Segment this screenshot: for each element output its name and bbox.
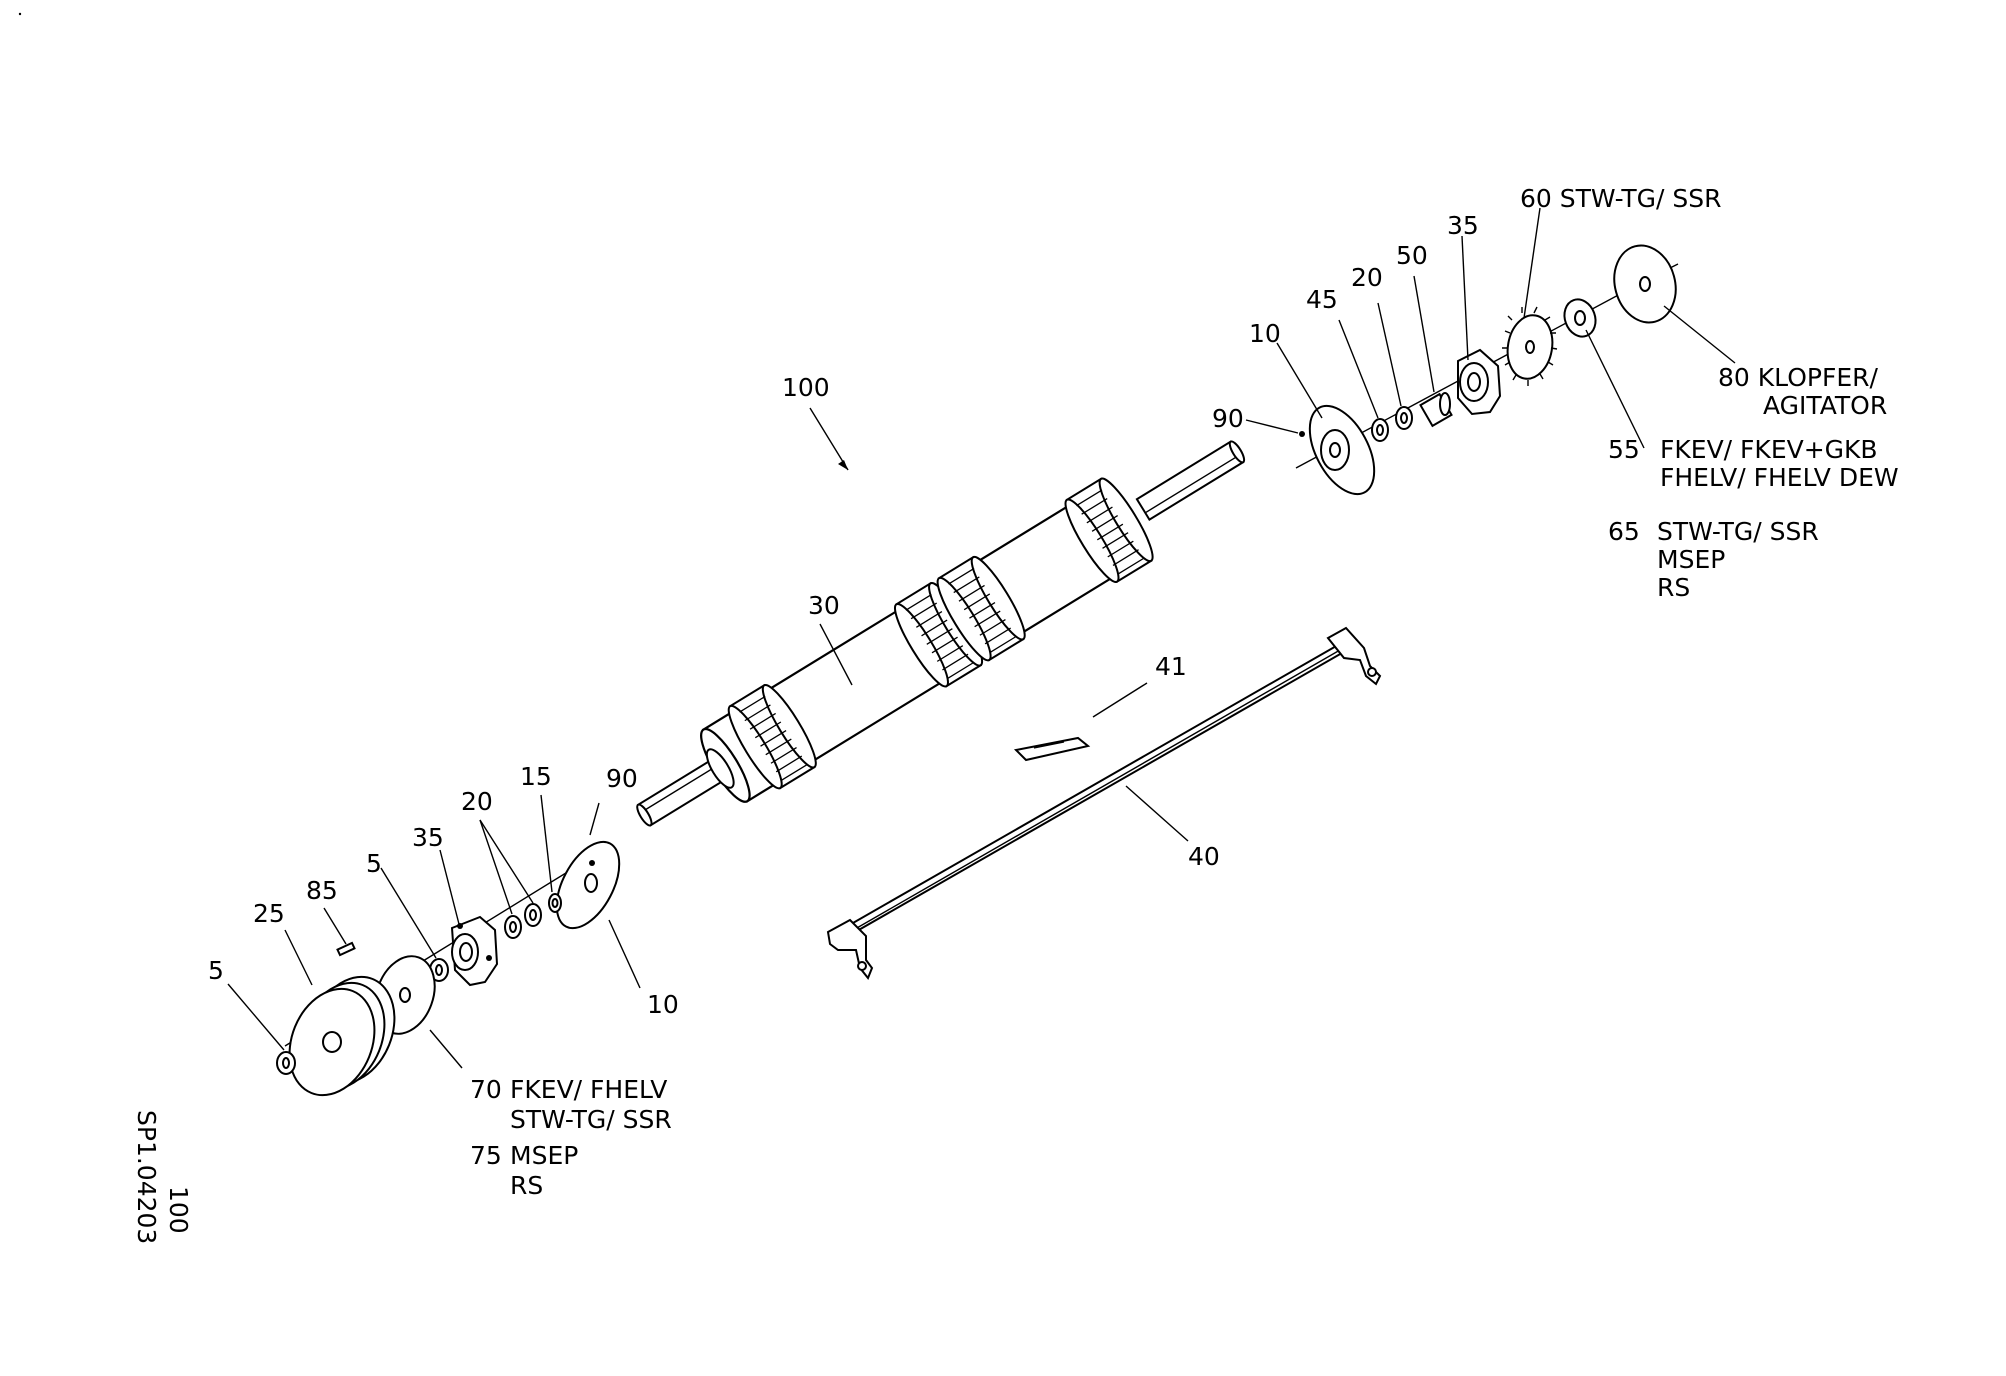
note-80-line2: AGITATOR — [1763, 391, 1887, 420]
label-100: 100 — [782, 373, 830, 402]
bearing-flange-left — [450, 915, 499, 987]
knurl-band-3 — [936, 555, 1026, 662]
flange-disc-right — [1308, 404, 1376, 496]
label-45: 45 — [1306, 285, 1338, 314]
note-75-number: 75 — [470, 1141, 502, 1170]
note-75-line1: MSEP — [510, 1141, 578, 1170]
note-60: 60 STW-TG/ SSR — [1520, 184, 1721, 213]
note-70-line1: FKEV/ FHELV — [510, 1075, 667, 1104]
label-40: 40 — [1188, 842, 1220, 871]
label-35-left: 35 — [412, 823, 444, 852]
label-20-left: 20 — [461, 787, 493, 816]
note-80-line1: 80 KLOPFER/ — [1718, 363, 1878, 392]
plate-41 — [1013, 736, 1091, 762]
key-pin-85 — [336, 941, 356, 957]
bushing-50 — [1419, 392, 1453, 428]
note-65-number: 65 — [1608, 517, 1640, 546]
bracket-bar-40 — [826, 626, 1382, 980]
note-55-number: 55 — [1608, 435, 1640, 464]
label-20-right: 20 — [1351, 263, 1383, 292]
flange-disc-left — [555, 840, 621, 930]
label-5-left: 5 — [208, 956, 224, 985]
knurl-band-1 — [727, 683, 817, 790]
label-5-mid: 5 — [366, 849, 382, 878]
label-41: 41 — [1155, 652, 1187, 681]
sprocket-60 — [1502, 306, 1558, 386]
drawing-id-number: 100 — [164, 1186, 193, 1234]
drum-roller — [636, 440, 1246, 827]
washer-55 — [1563, 298, 1597, 338]
knurl-band-4 — [1064, 477, 1154, 584]
label-10-left: 10 — [647, 990, 679, 1019]
label-30: 30 — [808, 591, 840, 620]
label-25: 25 — [253, 899, 285, 928]
label-90-right: 90 — [1212, 404, 1244, 433]
note-55-line2: FHELV/ FHELV DEW — [1660, 463, 1899, 492]
grease-nipple-90-right — [1299, 431, 1305, 437]
bearing-flange-right — [1457, 348, 1502, 416]
note-55-line1: FKEV/ FKEV+GKB — [1660, 435, 1878, 464]
note-75-line2: RS — [510, 1171, 543, 1200]
note-65-line3: RS — [1657, 573, 1690, 602]
note-65-line2: MSEP — [1657, 545, 1725, 574]
note-65-line1: STW-TG/ SSR — [1657, 517, 1819, 546]
label-10-right: 10 — [1249, 319, 1281, 348]
drawing-id-code: SP1.04203 — [132, 1110, 161, 1244]
label-50: 50 — [1396, 241, 1428, 270]
pulley-25 — [288, 975, 396, 1097]
note-70-number: 70 — [470, 1075, 502, 1104]
label-35-right: 35 — [1447, 211, 1479, 240]
note-70-line2: STW-TG/ SSR — [510, 1105, 672, 1134]
corner-dot — [18, 12, 22, 16]
label-90-left: 90 — [606, 764, 638, 793]
label-85: 85 — [306, 876, 338, 905]
leader-lines — [227, 207, 1736, 1069]
agitator-disc-80 — [1613, 244, 1679, 324]
label-15: 15 — [520, 762, 552, 791]
